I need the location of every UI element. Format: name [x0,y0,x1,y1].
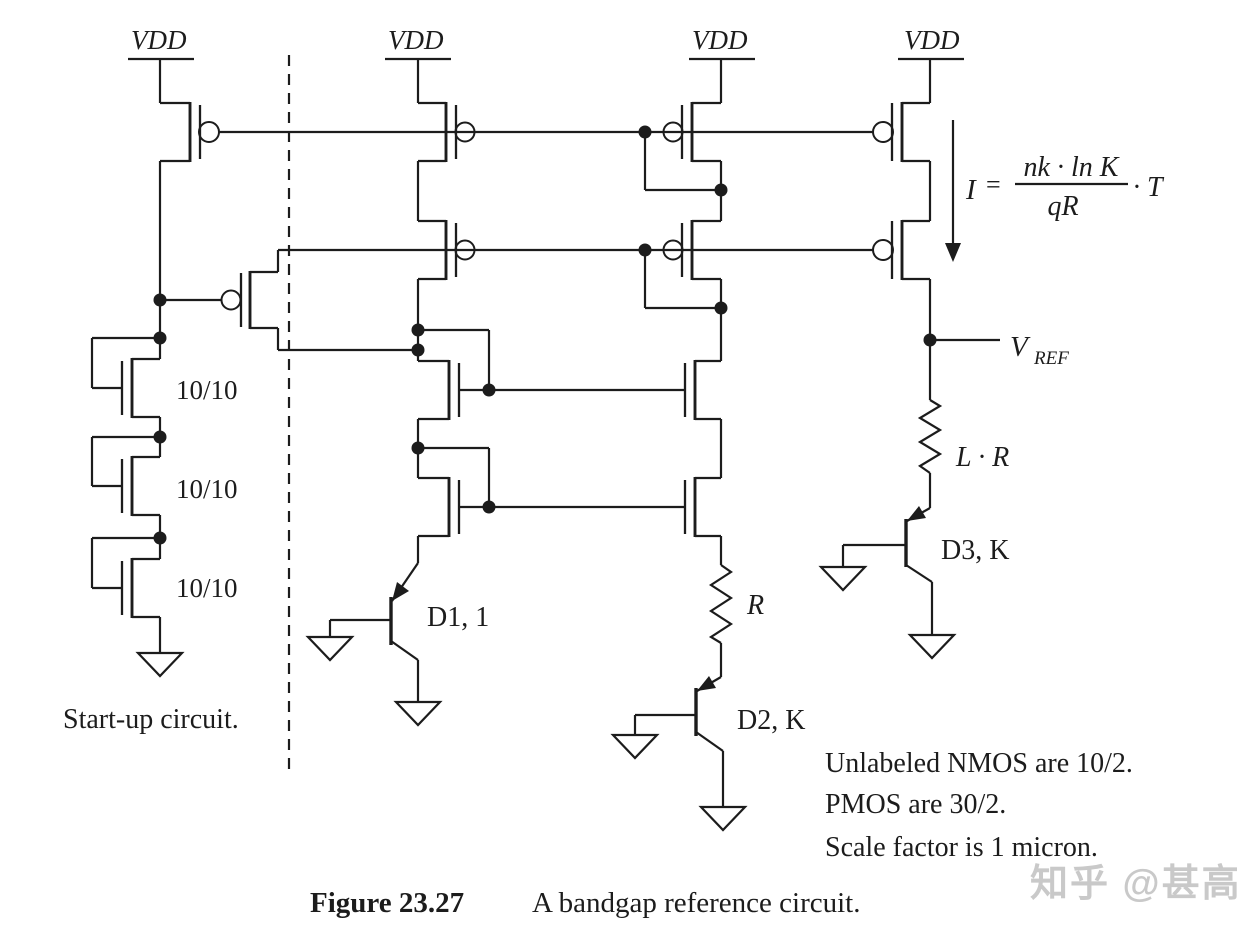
junction-dot [411,343,425,357]
equation-equals: = [986,170,1001,199]
note-line-2: PMOS are 30/2. [825,789,1006,820]
equation-numerator: nk · ln K [1024,152,1120,183]
current-equation: I = nk · ln K qR · T [965,152,1165,222]
equation-lhs: I [965,174,977,206]
lr-label: L · R [955,442,1009,473]
vdd-label-3: VDD [692,25,748,55]
junction-dot [482,383,496,397]
ground-icon [305,635,355,662]
vref-label: V [1010,331,1031,363]
pmos-bubble-icon [872,239,894,261]
equation-denominator: qR [1047,191,1078,222]
bjt-d3 [818,506,957,660]
resistor-r-icon [708,564,734,644]
bjt-d2 [610,676,748,832]
ground-icon [610,733,660,760]
note-line-3: Scale factor is 1 micron. [825,832,1098,863]
junction-dot [638,125,652,139]
bjt-collector [390,640,419,661]
ground-icon [907,633,957,660]
figure-caption-text: A bandgap reference circuit. [532,887,861,919]
figure-caption-number: Figure 23.27 [310,887,464,919]
pmos-bubble-icon [220,289,242,311]
resistor-lr-icon [917,399,943,474]
startup-caption: Start-up circuit. [63,704,239,735]
branch-output [818,59,1000,660]
bjt-collector [695,731,724,752]
startup-size-label-1: 10/10 [176,375,238,405]
branch-reference-right [610,59,748,832]
pmos-bubble-icon [662,121,684,143]
pmos-bubble-icon [872,121,894,143]
pmos-bubble-icon [198,121,220,143]
startup-circuit [90,59,418,678]
pmos-bubble-icon [662,239,684,261]
vdd-label-4: VDD [904,25,960,55]
vdd-label-2: VDD [388,25,444,55]
junction-dot [923,333,937,347]
startup-size-label-2: 10/10 [176,474,238,504]
junction-dot [714,301,728,315]
device-notes: Unlabeled NMOS are 10/2. PMOS are 30/2. … [825,748,1133,863]
note-line-1: Unlabeled NMOS are 10/2. [825,748,1133,779]
ground-icon [698,805,748,832]
junction-dot [638,243,652,257]
junction-dots [153,125,937,545]
vref-subscript: REF [1033,348,1069,369]
junction-dot [153,531,167,545]
junction-dot [153,293,167,307]
junction-dot [153,430,167,444]
ground-icon [393,700,443,727]
junction-dot [411,323,425,337]
bjt-emitter-arrow-icon [697,676,716,691]
junction-dot [714,183,728,197]
watermark: 知乎 @甚高 [1030,863,1237,905]
equation-factor: · T [1133,172,1165,203]
junction-dot [153,331,167,345]
r-label: R [746,590,764,621]
bjt-emitter-arrow-icon [907,506,926,521]
vdd-label-1: VDD [131,25,187,55]
branch-reference-left [305,59,685,727]
current-arrow-icon [945,243,961,262]
junction-dot [411,441,425,455]
d2-label: D2, K [737,705,805,736]
bjt-d1 [305,562,443,727]
ground-icon [818,565,868,592]
pmos-bubble-icon [454,121,476,143]
pmos-bubble-icon [454,239,476,261]
junction-dot [482,500,496,514]
bjt-emitter-arrow-icon [392,582,409,601]
d1-label: D1, 1 [427,602,489,633]
bjt-collector [905,564,933,583]
d3-label: D3, K [941,535,1009,566]
ground-icon [135,651,185,678]
startup-size-label-3: 10/10 [176,573,238,603]
